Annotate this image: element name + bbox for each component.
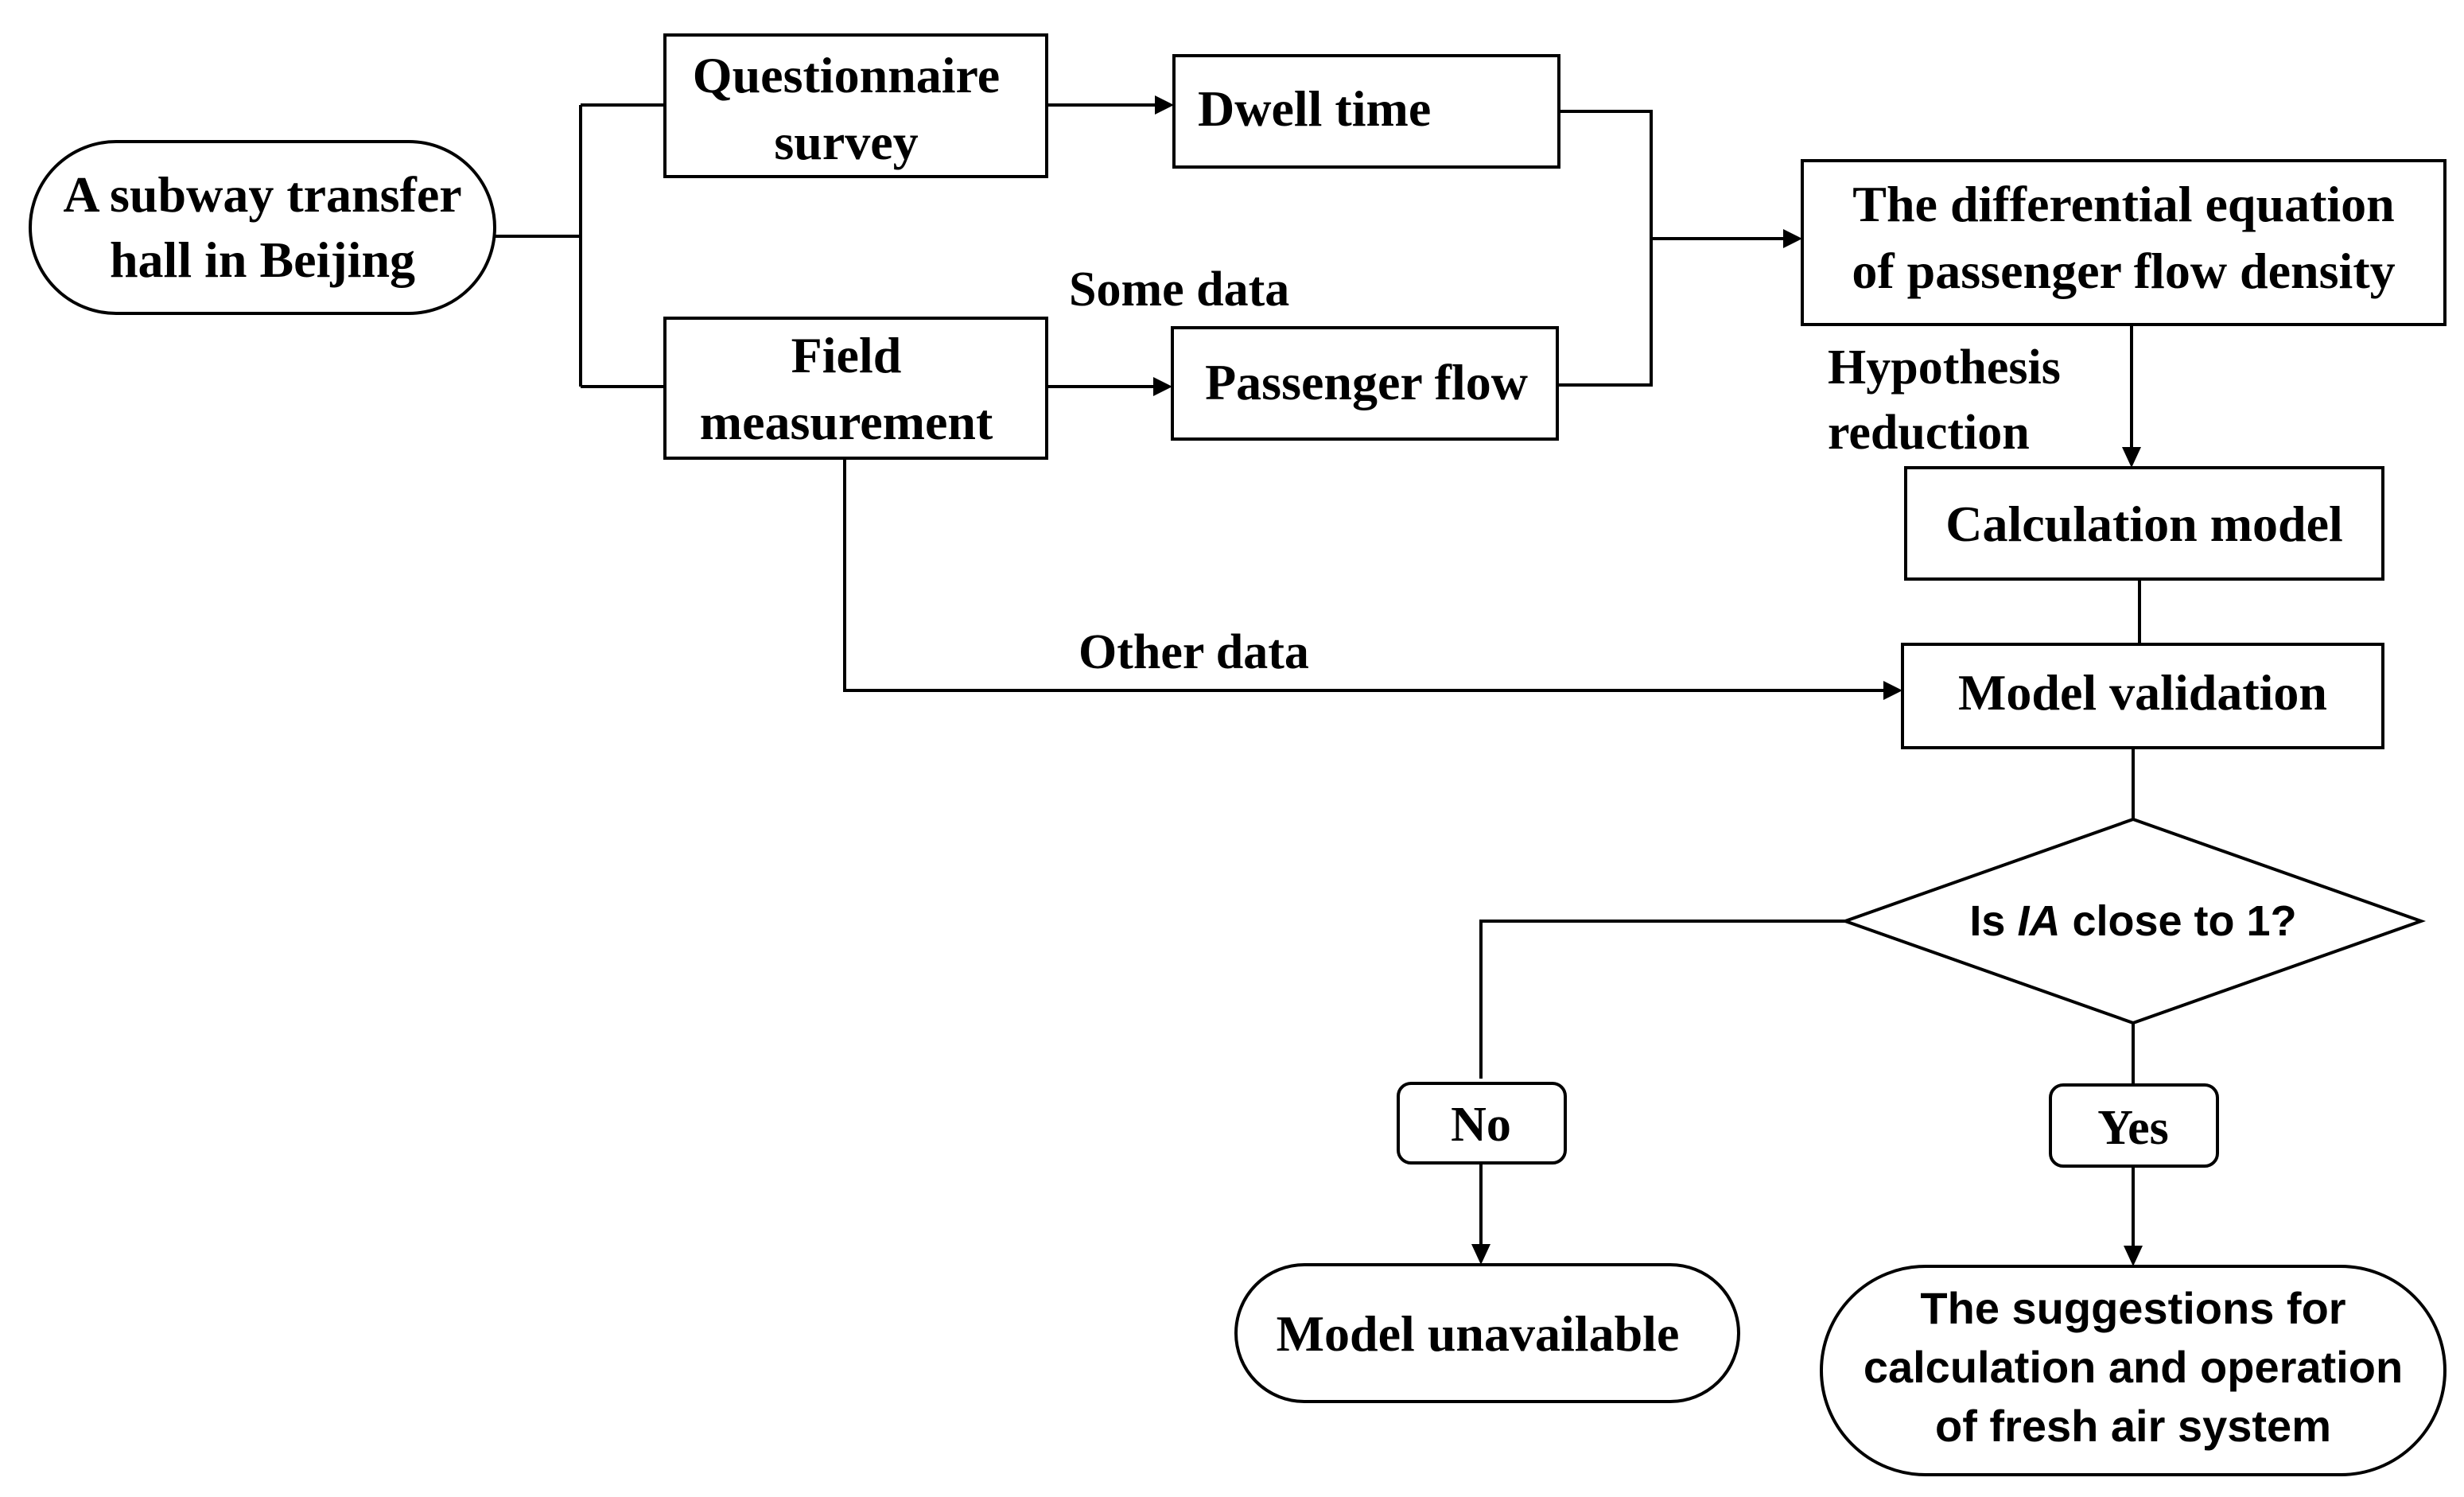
arrowhead-suggestions xyxy=(2124,1246,2143,1266)
questionnaire-box xyxy=(663,33,1048,178)
calc-model-node: Calculation model xyxy=(1904,466,2384,581)
yes-label: Yes xyxy=(2097,1101,2169,1155)
differential-label-line-1: The differential equation xyxy=(1852,176,2395,232)
yes-box xyxy=(2049,1083,2219,1168)
edge-label-hypothesis-line-1: Hypothesis xyxy=(1828,340,2061,395)
decision-label: Is IA close to 1? xyxy=(1969,897,2296,945)
dwell-label: Dwell time xyxy=(1198,80,1431,137)
validation-box xyxy=(1901,643,2384,749)
field-box xyxy=(663,317,1048,460)
decision-diamond xyxy=(1840,817,2426,1025)
suggestions-terminal-shape xyxy=(1820,1265,2447,1476)
arrowhead-differential xyxy=(1783,229,1802,248)
validation-node: Model validation xyxy=(1901,643,2384,749)
no-box xyxy=(1397,1082,1567,1165)
start-node: A subway transfer hall in Beijing xyxy=(29,140,496,315)
suggestions-label-line-2: calculation and operation xyxy=(1864,1342,2403,1392)
field-label-line-1: Field xyxy=(791,327,902,383)
connector-decision-no xyxy=(1479,920,1845,1079)
connector-dwell-merge xyxy=(1557,110,1653,387)
questionnaire-label-line-1: Questionnaire xyxy=(693,47,1000,103)
field-label-line-2: measurement xyxy=(700,394,993,450)
edge-label-hypothesis-line-2: reduction xyxy=(1828,406,2030,460)
start-label-line-2: hall in Beijing xyxy=(110,231,415,288)
arrowhead-passenger-flow xyxy=(1153,377,1172,396)
unavailable-terminal-shape xyxy=(1234,1263,1740,1403)
arrowhead-calc xyxy=(2122,447,2141,468)
connector-field-validation xyxy=(843,458,1885,692)
start-label-line-1: A subway transfer xyxy=(63,166,461,223)
start-terminal-shape xyxy=(29,140,496,315)
suggestions-label-line-3: of fresh air system xyxy=(1935,1401,2331,1451)
passenger-flow-node: Passenger flow xyxy=(1171,326,1559,441)
differential-box xyxy=(1801,159,2447,326)
edge-label-other-data: Other data xyxy=(1078,625,1309,679)
no-label: No xyxy=(1451,1098,1511,1152)
edge-label-some-data: Some data xyxy=(1069,262,1289,317)
passenger-flow-label: Passenger flow xyxy=(1205,354,1528,410)
differential-label-line-2: of passenger flow density xyxy=(1852,243,2395,299)
validation-label: Model validation xyxy=(1958,664,2327,721)
arrowhead-validation xyxy=(1883,681,1902,700)
questionnaire-label-line-2: survey xyxy=(774,114,918,170)
arrowhead-unavailable xyxy=(1471,1244,1490,1265)
dwell-box xyxy=(1172,54,1560,169)
unavailable-node: Model unavailable xyxy=(1234,1263,1740,1403)
calc-model-box xyxy=(1904,466,2384,581)
questionnaire-node: Questionnaire survey xyxy=(663,33,1048,178)
suggestions-node: The suggestions for calculation and oper… xyxy=(1820,1265,2447,1476)
passenger-flow-box xyxy=(1171,326,1559,441)
dwell-node: Dwell time xyxy=(1172,54,1560,169)
arrowhead-dwell xyxy=(1155,95,1174,115)
edge-labels: Some data Other data Hypothesis reductio… xyxy=(1069,262,2061,679)
connectors xyxy=(495,95,2143,1266)
no-node: No xyxy=(1397,1082,1567,1165)
calc-model-label: Calculation model xyxy=(1945,496,2343,552)
differential-node: The differential equation of passenger f… xyxy=(1801,159,2447,326)
decision-node: Is IA close to 1? xyxy=(1840,817,2426,1025)
suggestions-label-line-1: The suggestions for xyxy=(1920,1283,2345,1333)
field-node: Field measurement xyxy=(663,317,1048,460)
unavailable-label: Model unavailable xyxy=(1277,1305,1680,1362)
yes-node: Yes xyxy=(2049,1083,2219,1168)
